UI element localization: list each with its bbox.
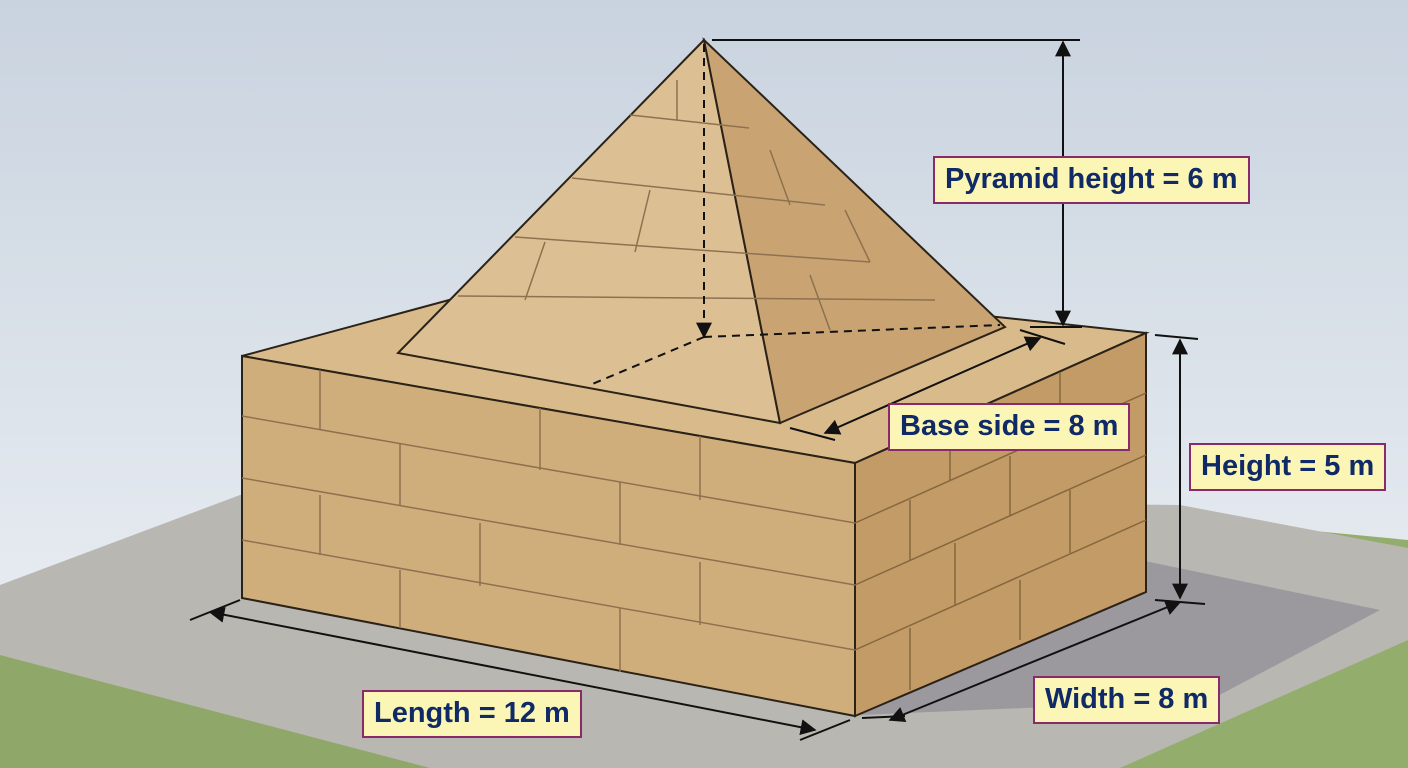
base-side-tick-2 bbox=[1019, 329, 1066, 345]
width-tick bbox=[861, 715, 906, 719]
base-side-tick-1 bbox=[789, 427, 836, 441]
height-tick-top bbox=[1154, 334, 1199, 340]
pyramid-height-label: Pyramid height = 6 m bbox=[933, 156, 1250, 204]
pyramid-base-dashed-2 bbox=[703, 324, 1001, 338]
length-arrow bbox=[208, 606, 817, 736]
length-tick-1 bbox=[189, 599, 241, 621]
length-label: Length = 12 m bbox=[362, 690, 582, 738]
pyramid-base-dashed bbox=[589, 336, 705, 386]
pyramid-brick-lines bbox=[457, 80, 936, 331]
base-side-arrow bbox=[823, 336, 1042, 435]
width-arrow bbox=[888, 600, 1182, 722]
width-label: Width = 8 m bbox=[1033, 676, 1221, 724]
height-label: Height = 5 m bbox=[1189, 443, 1387, 491]
base-side-label: Base side = 8 m bbox=[888, 403, 1131, 451]
length-tick-2 bbox=[799, 719, 851, 741]
